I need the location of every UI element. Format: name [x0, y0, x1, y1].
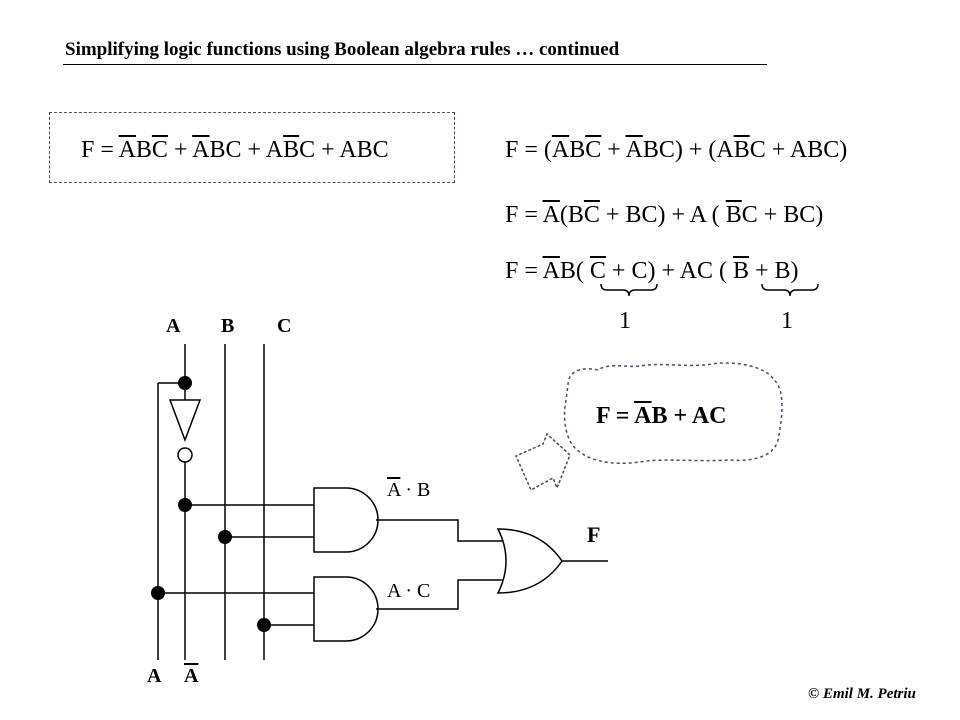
bottom-label-a: A	[147, 665, 162, 687]
wire-gate2-out	[376, 579, 505, 610]
title-underline	[63, 64, 767, 65]
bottom-label-a-bar: A	[184, 665, 199, 687]
gate1-output-label: A · B	[387, 479, 431, 501]
and-gate-1-icon	[313, 487, 379, 553]
original-equation-box	[49, 112, 455, 183]
equation-step-1: F = (ABC + ABC) + (ABC + ABC)	[505, 137, 848, 163]
page-title: Simplifying logic functions using Boolea…	[65, 39, 619, 61]
result-callout-cloud	[563, 362, 783, 464]
page-title-text: Simplifying logic functions using Boolea…	[65, 39, 620, 60]
identity-one-right: 1	[781, 308, 793, 334]
equation-step-2: F = A(BC + BC) + A ( BC + BC)	[505, 202, 824, 228]
output-label-f: F	[587, 522, 601, 547]
arrow-to-circuit-icon	[515, 432, 571, 492]
brace-right	[761, 283, 819, 297]
wire-gate1-out	[376, 519, 505, 542]
brace-left	[600, 283, 658, 297]
copyright-footer: © Emil M. Petriu	[808, 686, 916, 702]
gate2-output-label: A · C	[387, 580, 431, 602]
result-equation: F = AB + AC	[596, 403, 727, 429]
input-label-c: C	[277, 315, 292, 337]
and-gate-2-icon	[313, 576, 379, 642]
input-label-a: A	[166, 315, 181, 337]
identity-one-left: 1	[619, 308, 631, 334]
inverter-gate-icon	[168, 399, 202, 443]
junction-a-top	[178, 376, 192, 390]
or-gate-icon	[496, 528, 563, 594]
equation-step-3: F = AB( C + C) + AC ( B + B)	[505, 258, 799, 284]
input-label-b: B	[221, 315, 235, 337]
original-equation: F = ABC + ABC + ABC + ABC	[81, 137, 389, 163]
inverter-bubble-icon	[177, 447, 193, 463]
